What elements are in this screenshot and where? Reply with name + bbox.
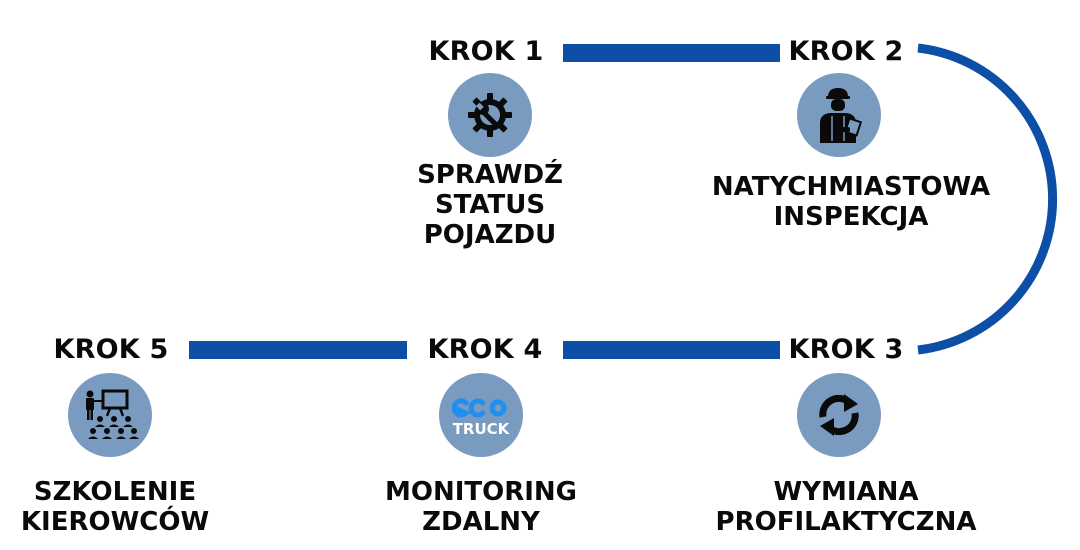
step-label: KROK 4 xyxy=(427,334,543,365)
svg-text:TRUCK: TRUCK xyxy=(453,420,511,438)
step-title: SPRAWDŹ STATUS POJAZDU xyxy=(417,160,563,250)
step-label: KROK 5 xyxy=(53,334,169,365)
connector-step4-step5 xyxy=(189,341,407,359)
step-label: KROK 1 xyxy=(428,36,544,67)
step-circle xyxy=(797,73,881,157)
step-title: MONITORING ZDALNY xyxy=(384,477,578,537)
training-presentation-icon xyxy=(86,389,139,439)
connector-step2-step3-arc xyxy=(917,43,1058,355)
step-title: SZKOLENIE KIEROWCÓW xyxy=(20,477,210,537)
step-circle xyxy=(448,73,532,157)
connector-step3-step4 xyxy=(563,341,780,359)
step-title: WYMIANA PROFILAKTYCZNA xyxy=(715,477,977,537)
step-label: KROK 3 xyxy=(788,334,904,365)
inspector-worker-icon xyxy=(820,88,862,143)
gear-wrench-icon xyxy=(468,93,512,137)
refresh-arrows-icon xyxy=(819,394,859,436)
connector-step1-step2 xyxy=(563,44,780,62)
step-circle xyxy=(797,373,881,457)
step-circle: TRUCK xyxy=(439,373,523,457)
step-title: NATYCHMIASTOWA INSPEKCJA xyxy=(711,172,991,232)
step-label: KROK 2 xyxy=(788,36,904,67)
step-circle xyxy=(68,373,152,457)
eco-truck-logo: TRUCK xyxy=(451,398,511,438)
